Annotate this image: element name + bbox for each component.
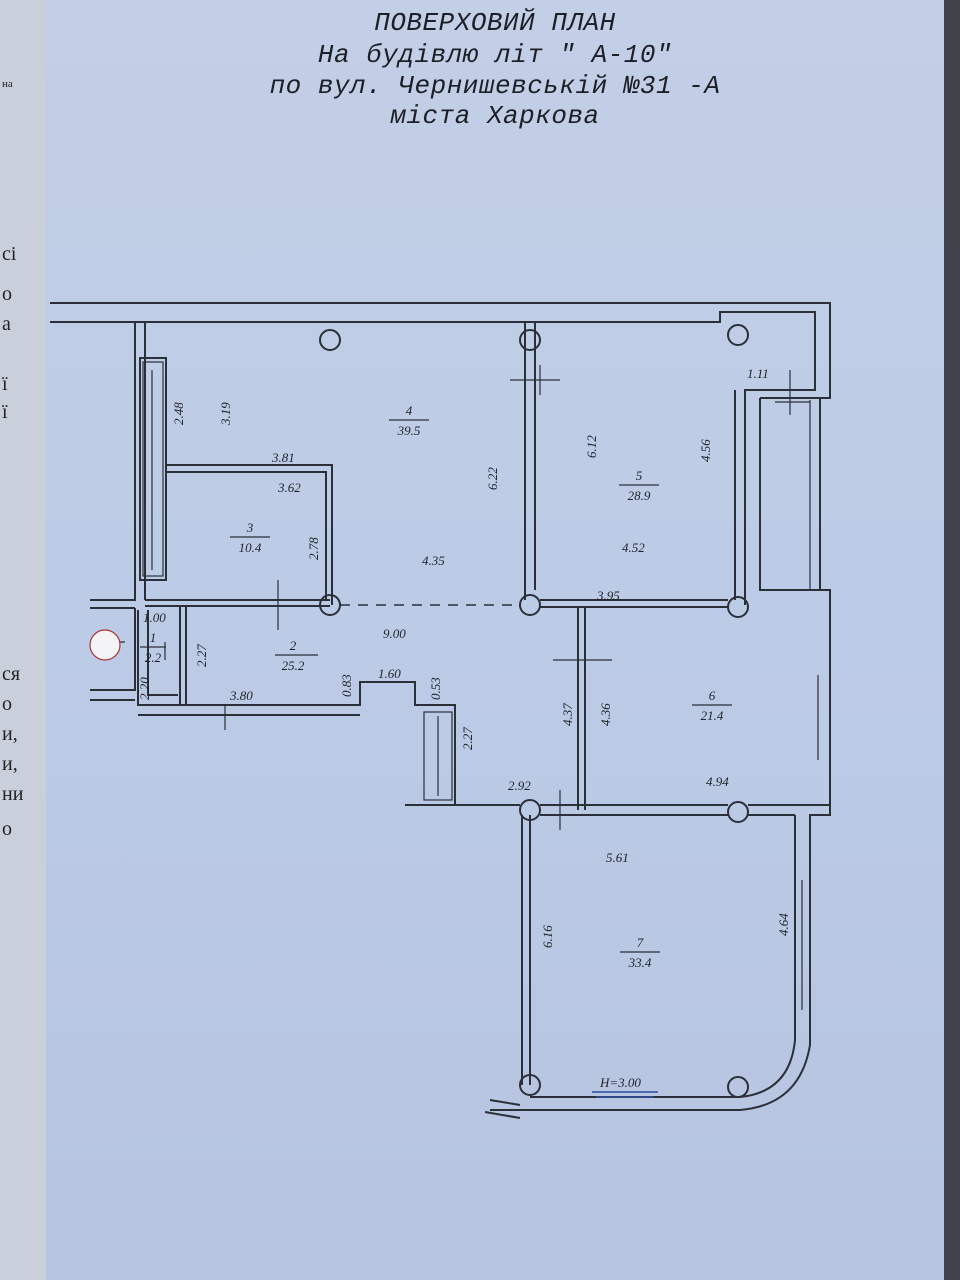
title-line-2: На будівлю літ " А-10" bbox=[317, 40, 673, 70]
room-labels: 1 2.2 2 25.2 3 10.4 4 39.5 5 28.9 6 21.4… bbox=[140, 403, 732, 970]
document-sheet bbox=[46, 0, 944, 1280]
page-fragment: ї bbox=[2, 373, 8, 395]
adjacent-page: на сі о а ї ї ся о и, и, ни о bbox=[0, 0, 46, 1280]
page-fragment: ї bbox=[2, 401, 8, 423]
page-fragment: и, bbox=[2, 753, 18, 775]
dimension-label: 2.92 bbox=[508, 778, 531, 793]
dimension-label: 2.20 bbox=[137, 677, 152, 700]
room-2-area: 25.2 bbox=[282, 658, 305, 673]
room-2-number: 2 bbox=[290, 638, 297, 653]
columns bbox=[319, 324, 749, 1098]
dimension-label: 4.37 bbox=[560, 703, 575, 726]
dimension-label: 4.64 bbox=[776, 913, 791, 936]
column-icon bbox=[727, 1076, 749, 1098]
column-icon bbox=[319, 329, 341, 351]
dimension-label: 3.81 bbox=[271, 450, 295, 465]
page-fragment: ни bbox=[2, 783, 24, 805]
dimension-label: 4.52 bbox=[622, 540, 645, 555]
room-7-number: 7 bbox=[637, 935, 644, 950]
page-fragment: сі bbox=[2, 243, 17, 265]
column-icon bbox=[519, 594, 541, 616]
page-fragment: ся bbox=[2, 663, 21, 685]
dimension-label: 1.00 bbox=[143, 610, 166, 625]
dimension-label: 3.80 bbox=[229, 688, 253, 703]
title-line-1: ПОВЕРХОВИЙ ПЛАН bbox=[374, 8, 616, 38]
column-icon bbox=[727, 801, 749, 823]
title-line-3: по вул. Чернишевській №31 -А bbox=[269, 71, 721, 101]
room-1-number: 1 bbox=[150, 630, 157, 645]
room-1-area: 2.2 bbox=[145, 650, 162, 665]
ceiling-height-label: H=3.00 bbox=[599, 1075, 641, 1090]
dimension-label: 3.19 bbox=[218, 402, 233, 426]
dimension-label: 4.94 bbox=[706, 774, 729, 789]
title-line-4: міста Харкова bbox=[390, 101, 600, 131]
room-5-area: 28.9 bbox=[628, 488, 651, 503]
column-icon bbox=[727, 596, 749, 618]
dimension-label: 4.36 bbox=[598, 703, 613, 726]
dimension-label: 1.11 bbox=[747, 366, 769, 381]
dimension-label: 4.56 bbox=[698, 439, 713, 462]
dimension-label: 9.00 bbox=[383, 626, 406, 641]
page-fragment: и, bbox=[2, 723, 18, 745]
dimension-label: 4.35 bbox=[422, 553, 445, 568]
dimensions: 2.48 3.19 3.81 3.62 2.78 6.22 4.35 6.12 … bbox=[137, 366, 791, 1098]
punch-hole bbox=[89, 629, 121, 661]
dimension-label: 2.27 bbox=[460, 727, 475, 750]
dimension-label: 5.61 bbox=[606, 850, 629, 865]
dimension-label: 2.27 bbox=[194, 644, 209, 667]
dimension-label: 6.16 bbox=[540, 925, 555, 948]
dimension-label: 0.53 bbox=[428, 677, 443, 700]
room-6-number: 6 bbox=[709, 688, 716, 703]
column-icon bbox=[519, 329, 541, 351]
room-4-area: 39.5 bbox=[397, 423, 421, 438]
room-5-number: 5 bbox=[636, 468, 643, 483]
background-edge bbox=[944, 0, 960, 1280]
page-fragment: о bbox=[2, 693, 12, 715]
room-4-number: 4 bbox=[406, 403, 413, 418]
dimension-label: 6.12 bbox=[584, 435, 599, 458]
page-fragment: о bbox=[2, 818, 12, 840]
column-icon bbox=[319, 594, 341, 616]
page-fragment: а bbox=[2, 313, 11, 335]
dimension-label: 0.83 bbox=[339, 674, 354, 697]
dimension-label: 2.48 bbox=[171, 402, 186, 425]
walls bbox=[50, 302, 831, 1119]
column-icon bbox=[727, 324, 749, 346]
room-6-area: 21.4 bbox=[701, 708, 724, 723]
room-3-number: 3 bbox=[246, 520, 254, 535]
room-3-area: 10.4 bbox=[239, 540, 262, 555]
column-icon bbox=[519, 799, 541, 821]
page-fragment: на bbox=[2, 78, 13, 90]
room-7-area: 33.4 bbox=[628, 955, 652, 970]
dimension-label: 6.22 bbox=[485, 467, 500, 490]
column-icon bbox=[519, 1074, 541, 1096]
dimension-label: 2.78 bbox=[306, 537, 321, 560]
dimension-label: 3.95 bbox=[596, 588, 620, 603]
dimension-label: 1.60 bbox=[378, 666, 401, 681]
dimension-label: 3.62 bbox=[277, 480, 301, 495]
page-fragment: о bbox=[2, 283, 12, 305]
